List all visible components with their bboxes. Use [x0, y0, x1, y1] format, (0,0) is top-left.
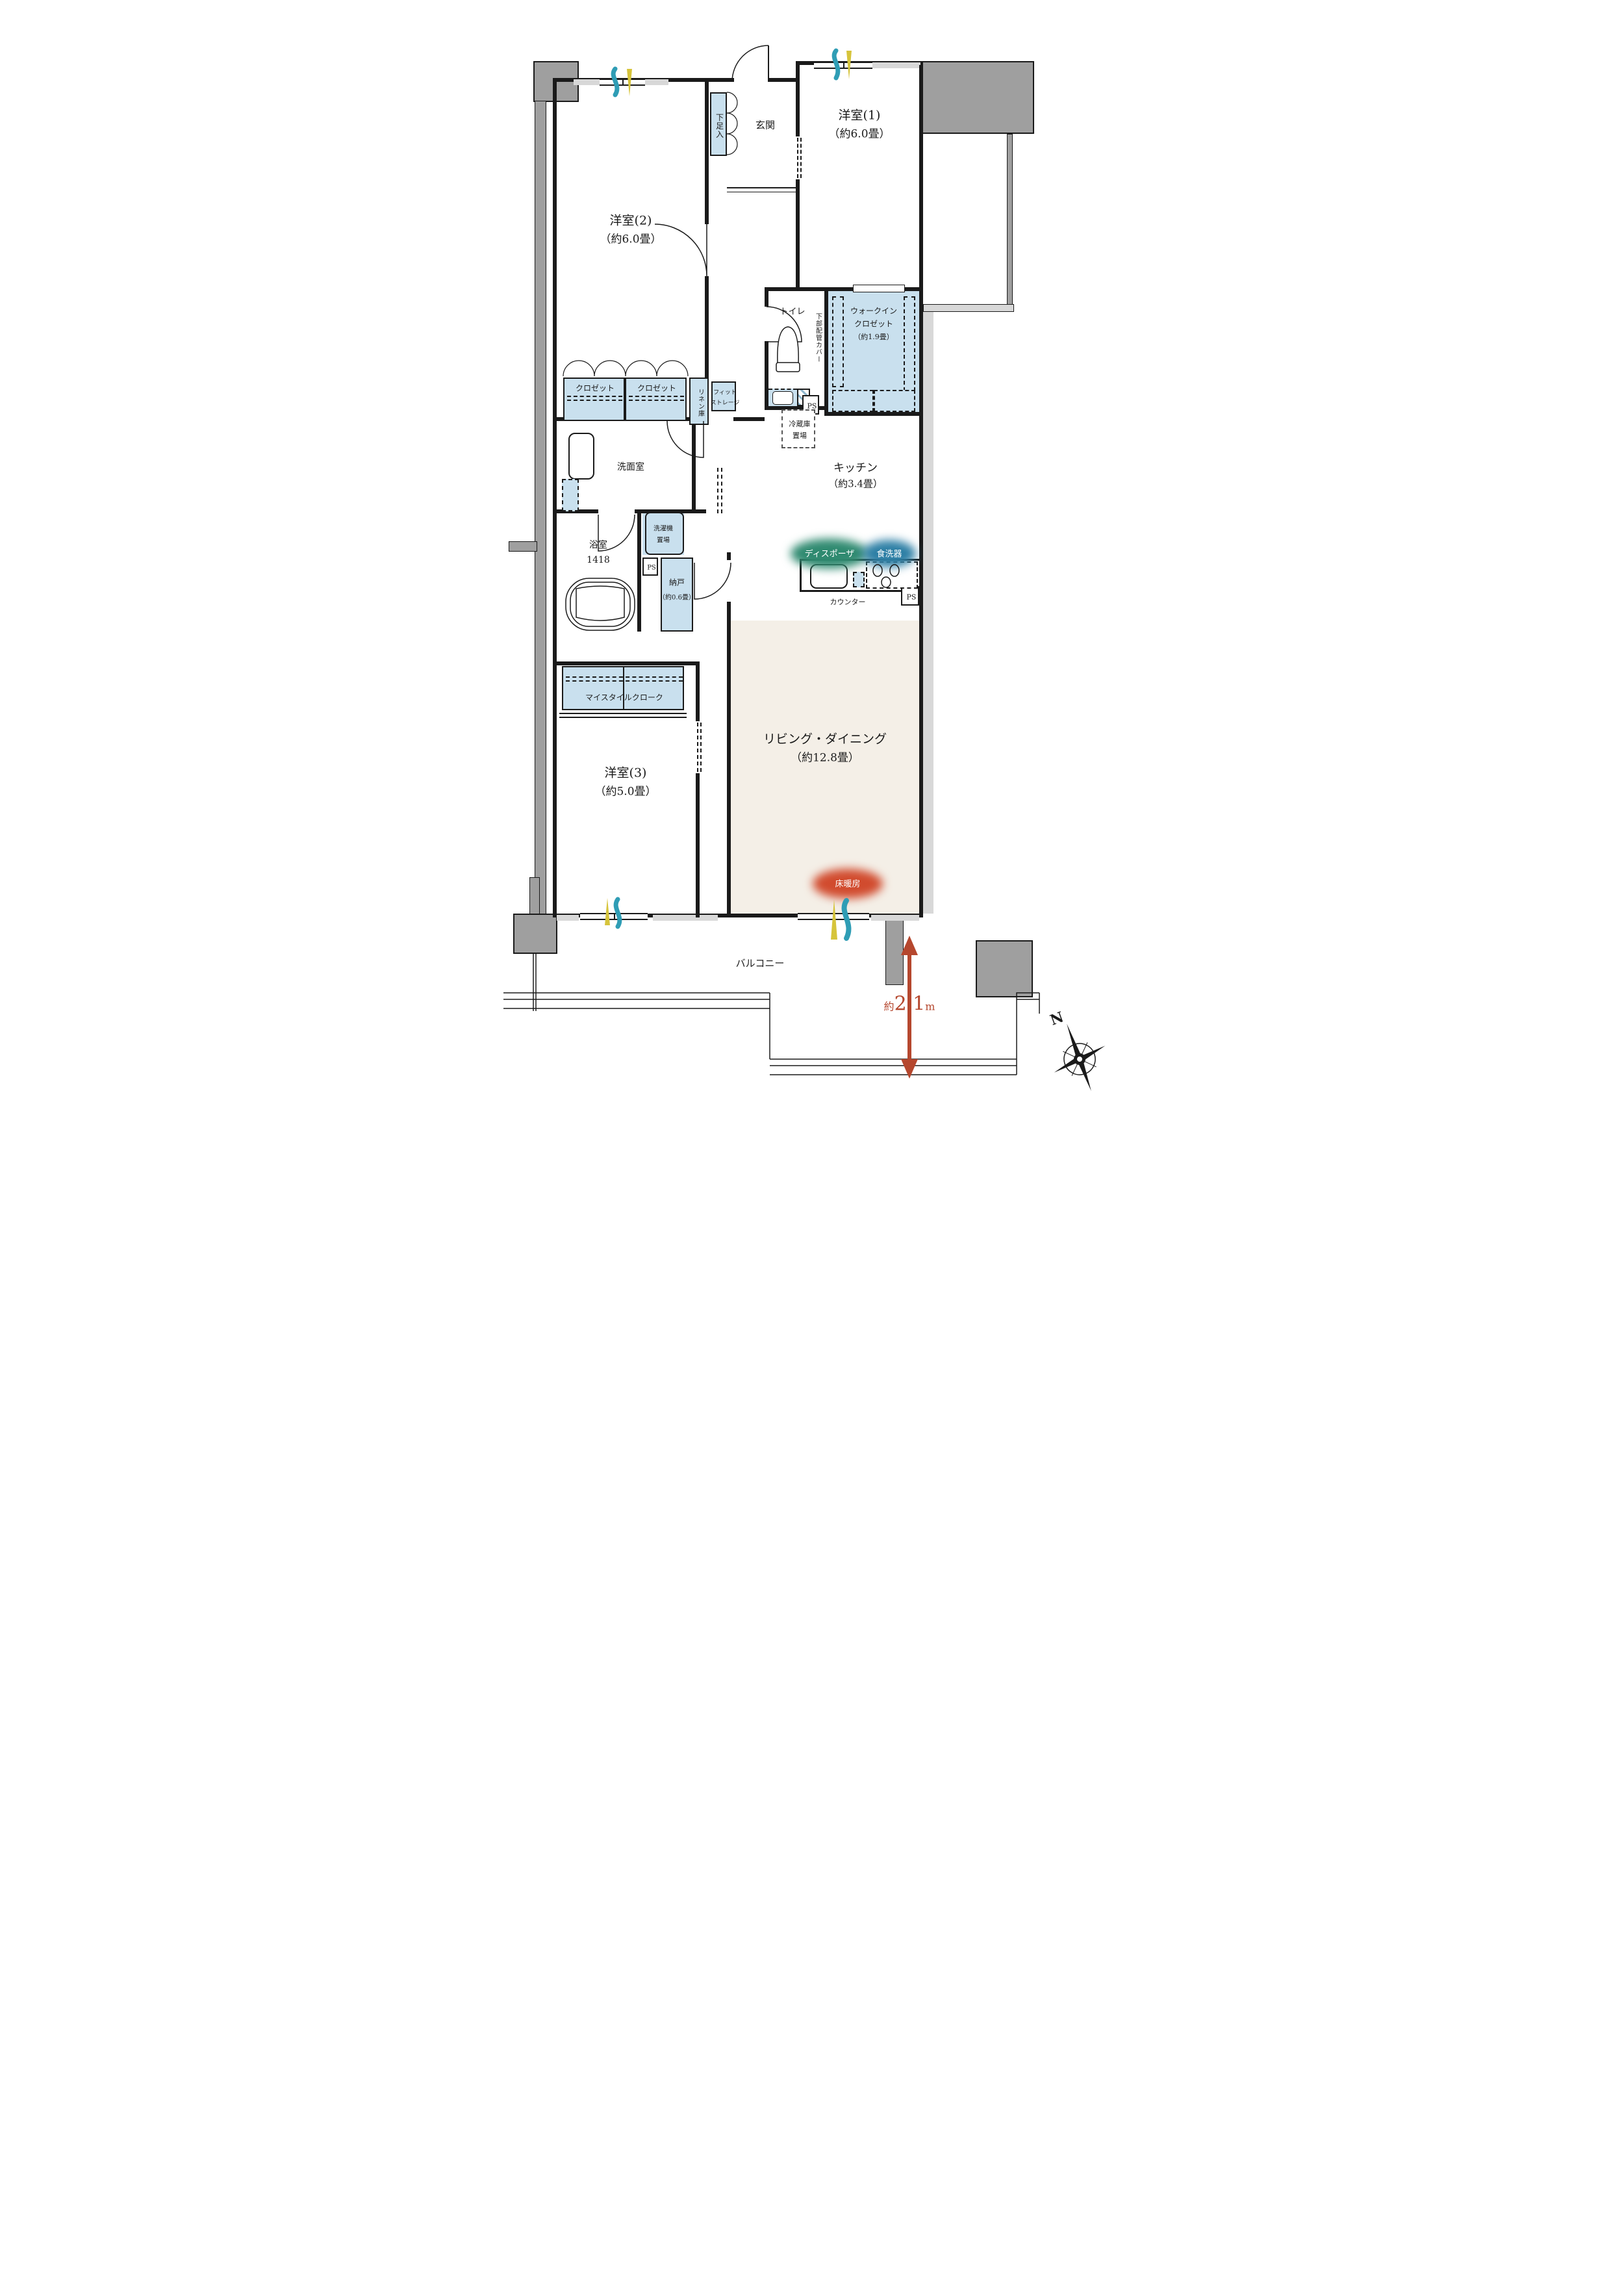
balcony-depth-dimension: 約2.1m: [883, 992, 935, 1016]
fridge-space: 冷蔵庫 置場: [781, 409, 815, 448]
wall-yoshitsu3-right: [696, 665, 700, 721]
fit-storage: フィット ストレージ: [711, 381, 739, 411]
yoshitsu2-name: 洋室(2): [609, 213, 652, 228]
ld-floor: [731, 621, 919, 914]
wic-line2: クロゼット: [854, 319, 894, 329]
wall-wic-bottom: [824, 412, 923, 416]
ld-size: （約12.8畳）: [791, 751, 859, 765]
bath-size: 1418: [587, 555, 610, 565]
wic-shelf-left: [832, 296, 844, 387]
yoshitsu3-name: 洋室(3): [604, 765, 647, 780]
dishwasher-label: 食洗器: [876, 549, 902, 559]
compass-icon: [1054, 1023, 1106, 1091]
toilet-label: トイレ: [780, 307, 806, 317]
yoshitsu1-name: 洋室(1): [838, 108, 881, 123]
shoe-cabinet-label: 下足入: [715, 113, 724, 139]
wall-yoshitsu3-top: [553, 661, 700, 665]
genkan-label: 玄関: [755, 119, 776, 131]
pipe-cover-label: 下部配管カバー: [814, 313, 822, 363]
entrance-door: [731, 45, 769, 83]
window-yoshitsu1-top: [814, 62, 872, 69]
closet-2: クロゼット: [625, 378, 687, 421]
pillar-stub-bottom-left: [529, 877, 540, 915]
ps-box-bath: PS: [642, 558, 658, 576]
wall-genkan-left: [705, 82, 709, 224]
senmen-label: 洗面室: [617, 462, 644, 472]
vent-yoshitsu3: [605, 897, 622, 929]
kitchen-blue-unit: [853, 572, 865, 587]
bathtub: [565, 578, 635, 631]
ld-name: リビング・ダイニング: [763, 732, 887, 747]
disposer-label: ディスポーザ: [804, 549, 855, 559]
wic-line1: ウォークイン: [850, 306, 898, 316]
balcony-railing: [503, 954, 1040, 1075]
toilet-step: [772, 391, 793, 405]
pillar-bottom-left: [513, 914, 557, 954]
mystyle-cloak: マイスタイルクローク: [562, 666, 684, 710]
yoshitsu3-size: （約5.0畳）: [594, 785, 657, 799]
yoshitsu1-size: （約6.0畳）: [828, 127, 891, 141]
wall-outer-left: [553, 78, 557, 917]
toilet-fixture: [776, 326, 800, 372]
senmen-door: [666, 420, 704, 458]
bath-name: 浴室: [589, 540, 607, 550]
wall-ld-left: [727, 602, 731, 914]
exterior-stub-left: [509, 541, 537, 552]
wic-shelf-bottom-2: [874, 390, 915, 412]
washer-space: [642, 513, 684, 555]
kitchen-name: キッチン: [833, 461, 878, 475]
wic-shelf-right: [904, 296, 915, 398]
wic-sliding-door: [853, 285, 905, 292]
wall-bath-top: [553, 509, 598, 513]
wall-toilet-wic-top: [765, 287, 853, 291]
compass-north-label: N: [1048, 1008, 1066, 1029]
kitchen-size: （約3.4畳）: [828, 478, 883, 490]
window-yoshitsu2-top: [600, 79, 645, 86]
washer-outline: [645, 512, 684, 555]
wall-strip-bottom-mid: [885, 917, 904, 985]
wall-bath-right: [637, 513, 641, 632]
vanity-sink: [568, 433, 594, 480]
shoe-cabinet-doors: [726, 92, 738, 155]
wall-passage-left: [692, 421, 696, 509]
exterior-step-right: [923, 304, 1014, 312]
nando-room: [661, 558, 693, 632]
wall-outer-right: [919, 65, 923, 917]
window-yoshitsu3-bottom: [580, 913, 648, 920]
wic-line3: （約1.9畳）: [854, 333, 894, 341]
floor-plan: 下足入 下部配管カバー PS PS PS 冷蔵庫 置場 クロゼット クロゼット …: [406, 0, 1218, 1134]
closet-1: クロゼット: [563, 378, 625, 421]
kitchen-counter-front: [800, 590, 902, 592]
linen-storage: リネン庫: [689, 378, 709, 425]
pillar-bottom-right: [976, 940, 1033, 997]
nando-name: 納戸: [668, 578, 685, 587]
wall-toilet-wic-divider: [824, 291, 828, 416]
wall-genkan-right: [796, 82, 800, 136]
ps-box-kitchen: PS: [901, 586, 919, 606]
exterior-wall-left-strip: [535, 101, 546, 915]
counter-label: カウンター: [830, 598, 866, 606]
yoshitsu2-door: [654, 224, 707, 277]
floor-heating-label: 床暖房: [835, 879, 861, 890]
wic-shelf-bottom-1: [832, 390, 874, 412]
wall-toilet-left: [765, 291, 768, 307]
nando-size: （約0.6畳）: [659, 594, 695, 602]
exterior-strip-right: [1007, 134, 1013, 312]
yoshitsu2-size: （約6.0畳）: [600, 233, 662, 246]
nando-door: [694, 562, 731, 600]
disposer-blob: [791, 539, 869, 569]
shoe-cabinet: 下足入: [710, 92, 727, 156]
floor-heating-blob: [813, 869, 883, 899]
closet-folding-doors: [563, 360, 689, 377]
pillar-top-right: [919, 61, 1034, 134]
dishwasher-blob: [863, 540, 916, 567]
balcony-label: バルコニー: [735, 957, 785, 969]
senmen-blue-unit: [562, 479, 579, 511]
window-ld-bottom: [798, 913, 869, 920]
